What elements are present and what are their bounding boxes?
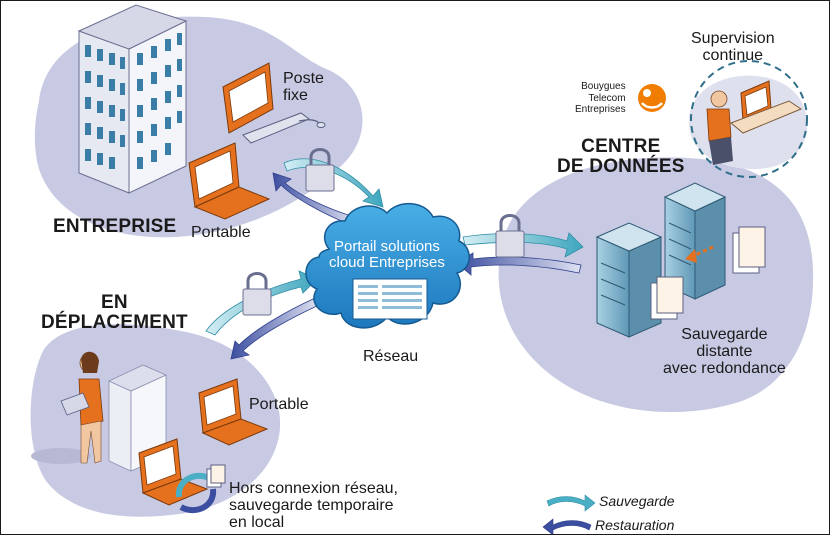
desktop-label-line-2: fixe [283,86,308,104]
zone-title-centre-line-2: DE DONNÉES [557,155,685,177]
padlock-icon-2 [242,272,272,316]
brand-line-3: Entreprises [575,104,626,115]
cloud-title-line-2: cloud Entreprises [329,253,445,271]
zone-title-deplacement-line-2: DÉPLACEMENT [41,311,188,333]
zone-title-entreprise: ENTREPRISE [53,216,177,237]
legend-arrow-sauvegarde [546,494,596,512]
zone-title-centre-line-1: CENTRE [581,136,661,157]
businesswoman-icon [31,351,104,464]
laptop-label-deplacement: Portable [249,396,309,413]
offline-label: Hors connexion réseau, sauvegarde tempor… [229,480,398,531]
supervision-label: Supervision continue [691,30,775,65]
laptop-icon-offline [138,438,209,506]
brand-logo-icon [638,84,666,112]
backup-label-line-2: distante [696,342,753,360]
laptop-icon-deplacement [198,378,269,446]
arrows-deplacement-cloud [205,270,320,360]
operator-icon [706,80,803,165]
document-stack-icon [650,226,766,320]
laptop-icon-entreprise [188,142,271,220]
brand-line-1: Bouygues [581,81,626,92]
desktop-label-line-1: Poste [283,70,324,87]
padlock-icon-1 [305,148,335,192]
zone-title-deplacement-line-1: EN [101,292,128,313]
brand-line-2: Telecom [588,92,626,104]
offline-label-line-3: en local [229,513,285,531]
cloud-caption: Réseau [363,348,419,365]
server-rack-icon-front [595,222,663,338]
laptop-label-entreprise: Portable [191,224,251,241]
desktop-label: Poste fixe [283,70,324,105]
zone-title-deplacement: EN DÉPLACEMENT [41,293,188,333]
supervision-label-line-1: Supervision [691,30,775,47]
legend-label-sauvegarde: Sauvegarde [599,493,675,509]
cloud-title: Portail solutions cloud Entreprises [329,239,445,271]
legend-arrow-restauration [542,518,592,534]
supervision-ring [690,60,808,178]
padlock-icon-3 [495,214,525,258]
offline-label-line-1: Hors connexion réseau, [229,480,398,497]
backup-label: Sauvegarde distante avec redondance [663,326,786,377]
backup-label-line-3: avec redondance [663,359,786,377]
desktop-computer-icon [222,62,326,144]
legend-label-restauration: Restauration [595,517,675,533]
backup-label-line-1: Sauvegarde [681,326,768,343]
cloud-title-line-1: Portail solutions [334,238,440,255]
brand-name: Bouygues Telecom Entreprises [575,81,626,116]
offline-label-line-2: sauvegarde temporaire [229,496,394,514]
cloud-icon [305,203,470,329]
building-icon [77,4,188,194]
zone-title-centre: CENTRE DE DONNÉES [557,137,685,177]
supervision-label-line-2: continue [702,46,764,64]
document-stack-icon-offline [206,464,226,488]
